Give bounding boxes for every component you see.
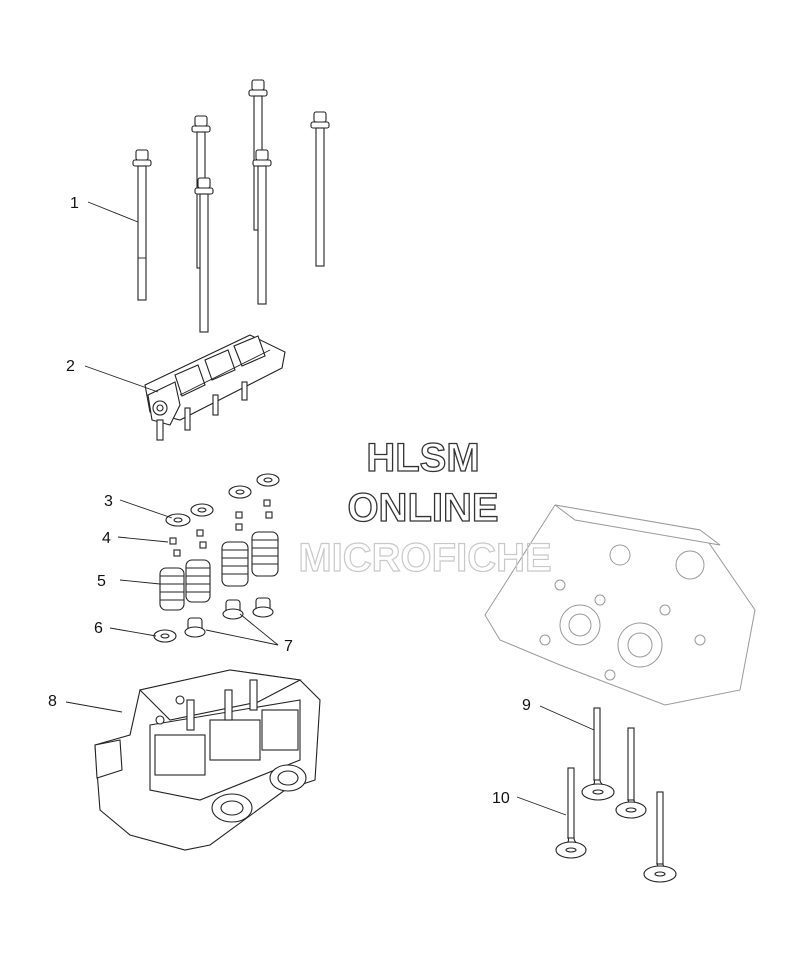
watermark: HLSM ONLINE MICROFICHE	[298, 435, 553, 580]
valve-springs[interactable]	[159, 531, 279, 611]
intake-valves[interactable]	[581, 707, 647, 819]
callout-10: 10	[492, 790, 510, 807]
callout-labels: 1 2 3 4 5 6 7 8 9 10	[48, 195, 531, 807]
spring-seat[interactable]	[153, 629, 177, 643]
watermark-line-3: MICROFICHE	[298, 536, 551, 580]
callout-2: 2	[66, 358, 75, 375]
valve-stem-seals[interactable]	[184, 597, 274, 638]
cylinder-head[interactable]	[94, 669, 321, 851]
leader-lines	[65, 201, 595, 816]
callout-5: 5	[97, 573, 106, 590]
valve-spring	[185, 559, 211, 603]
watermark-line-2: ONLINE	[347, 486, 498, 530]
intake-valve	[581, 707, 615, 801]
callout-7: 7	[284, 638, 293, 655]
watermark-line-1: HLSM	[366, 436, 479, 480]
valve-spring	[251, 531, 279, 577]
valve-spring	[221, 541, 249, 587]
callout-4: 4	[102, 530, 111, 547]
head-bolts[interactable]	[132, 79, 330, 333]
spring-retainers[interactable]	[165, 473, 280, 527]
callout-9: 9	[522, 697, 531, 714]
exhaust-valve	[643, 791, 677, 883]
callout-8: 8	[48, 693, 57, 710]
head-bolt	[132, 149, 152, 301]
valve-keepers[interactable]	[169, 499, 273, 557]
exhaust-valve	[555, 767, 587, 859]
callout-6: 6	[94, 620, 103, 637]
exhaust-valves[interactable]	[555, 767, 677, 883]
rocker-arm-assembly[interactable]	[144, 334, 286, 441]
valve-spring	[159, 567, 185, 611]
cylinder-head-underside	[484, 504, 756, 706]
callout-1: 1	[70, 195, 79, 212]
head-bolt	[310, 111, 330, 267]
intake-valve	[615, 727, 647, 819]
head-bolt	[194, 177, 214, 333]
callout-3: 3	[104, 493, 113, 510]
head-bolt	[252, 149, 272, 305]
